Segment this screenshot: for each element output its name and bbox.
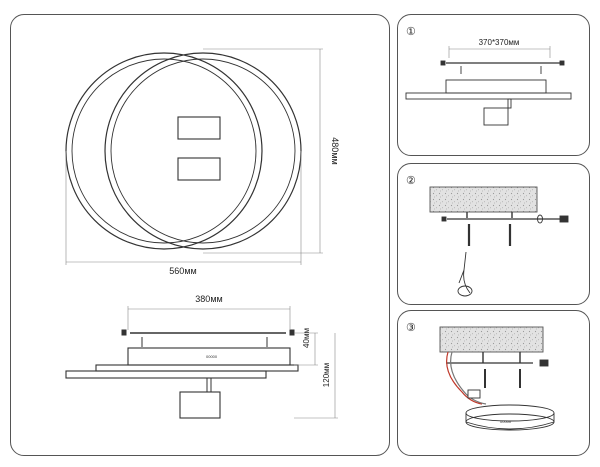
main-dimension-lines — [65, 48, 323, 265]
main-drawing-panel — [10, 14, 390, 456]
step-1-number: ① — [406, 26, 416, 38]
total-depth-label: 120мм — [322, 363, 331, 387]
step-2-drawing — [429, 186, 569, 297]
right-ring-inner — [110, 58, 296, 244]
terminal-block — [467, 389, 481, 399]
left-ring-inner — [71, 58, 257, 244]
side-dimension-lines — [127, 306, 338, 419]
ring-frame-upper — [95, 364, 299, 372]
ceiling-block-3 — [439, 326, 544, 353]
screwdriver-handle-icon — [457, 285, 473, 297]
driver-cylinder — [179, 391, 221, 419]
mount-depth-label: 40мм — [302, 328, 311, 348]
mount-width-label: 380мм — [195, 294, 222, 304]
red-wire — [446, 351, 483, 405]
svg-text:00000: 00000 — [206, 354, 218, 359]
ceiling-block — [429, 186, 538, 213]
right-ring-outer — [104, 52, 302, 250]
fixture-base-bottom — [465, 413, 555, 431]
svg-text:00000: 00000 — [500, 419, 512, 424]
step-3-drawing: 00000 — [439, 326, 555, 431]
ring-frame-lower — [65, 370, 267, 379]
step-3-number: ③ — [406, 322, 416, 334]
step-1-drawing — [405, 46, 572, 126]
step-1-spacing-label: 370*370мм — [479, 38, 520, 47]
driver-box-bottom — [177, 157, 221, 181]
lamp-side-view: 00000 — [65, 329, 299, 419]
driver-box-top — [177, 116, 221, 140]
step-2-number: ② — [406, 175, 416, 187]
step-1-panel — [397, 14, 590, 156]
lamp-top-view — [65, 52, 302, 250]
grey-wire — [450, 351, 487, 405]
left-ring-outer — [65, 52, 263, 250]
height-dimension-label: 480мм — [330, 137, 340, 164]
width-dimension-label: 560мм — [169, 266, 196, 276]
stem — [206, 377, 212, 393]
